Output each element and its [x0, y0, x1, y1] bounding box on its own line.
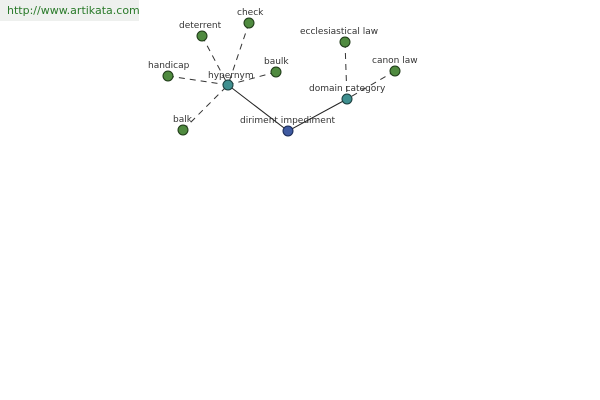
- label-domain-category[interactable]: domain category: [309, 84, 386, 94]
- node-ecclesiastical-law[interactable]: [339, 36, 351, 48]
- label-canon-law[interactable]: canon law: [372, 56, 418, 66]
- node-hypernym[interactable]: [222, 79, 234, 91]
- edge-canon-domain: [346, 70, 396, 100]
- node-baulk[interactable]: [270, 66, 282, 78]
- node-handicap[interactable]: [162, 70, 174, 82]
- edge-hypernym-diriment: [227, 84, 289, 132]
- label-baulk[interactable]: baulk: [264, 57, 289, 67]
- node-balk[interactable]: [177, 124, 189, 136]
- node-deterrent[interactable]: [196, 30, 208, 42]
- edge-domain-diriment: [287, 98, 348, 132]
- label-diriment-impediment[interactable]: diriment impediment: [240, 116, 336, 126]
- edge-baulk-hypernym: [227, 71, 277, 86]
- node-canon-law[interactable]: [389, 65, 401, 77]
- label-ecclesiastical-law[interactable]: ecclesiastical law: [300, 27, 378, 37]
- label-deterrent[interactable]: deterrent: [179, 21, 222, 31]
- edge-ecclesiastical-domain: [344, 41, 348, 100]
- label-handicap[interactable]: handicap: [148, 61, 190, 71]
- node-domain-category[interactable]: [341, 93, 353, 105]
- label-hypernym[interactable]: hypernym: [208, 71, 254, 81]
- node-check[interactable]: [243, 17, 255, 29]
- label-check[interactable]: check: [237, 8, 264, 18]
- node-diriment-impediment[interactable]: [282, 125, 294, 137]
- label-balk[interactable]: balk: [173, 115, 193, 125]
- site-url[interactable]: http://www.artikata.com: [0, 0, 140, 21]
- edge-deterrent-hypernym: [201, 35, 229, 86]
